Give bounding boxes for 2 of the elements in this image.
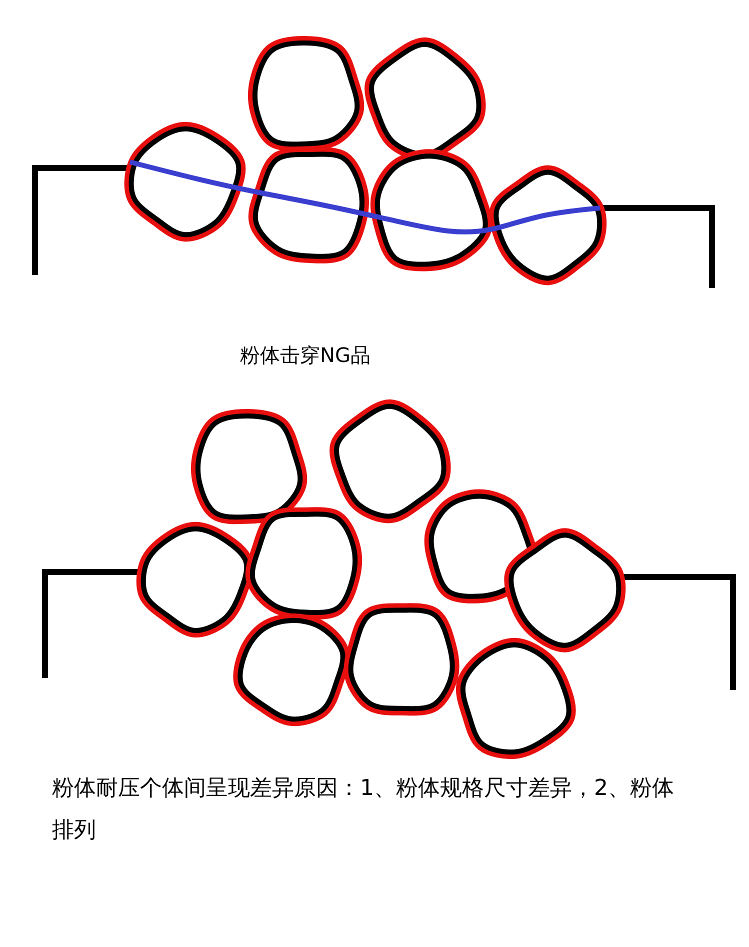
caption-text: 粉体耐压个体间呈现差异原因：1、粉体规格尺寸差异，2、粉体排列 — [52, 775, 675, 845]
caption-text: 粉体击穿NG品 — [240, 342, 372, 369]
